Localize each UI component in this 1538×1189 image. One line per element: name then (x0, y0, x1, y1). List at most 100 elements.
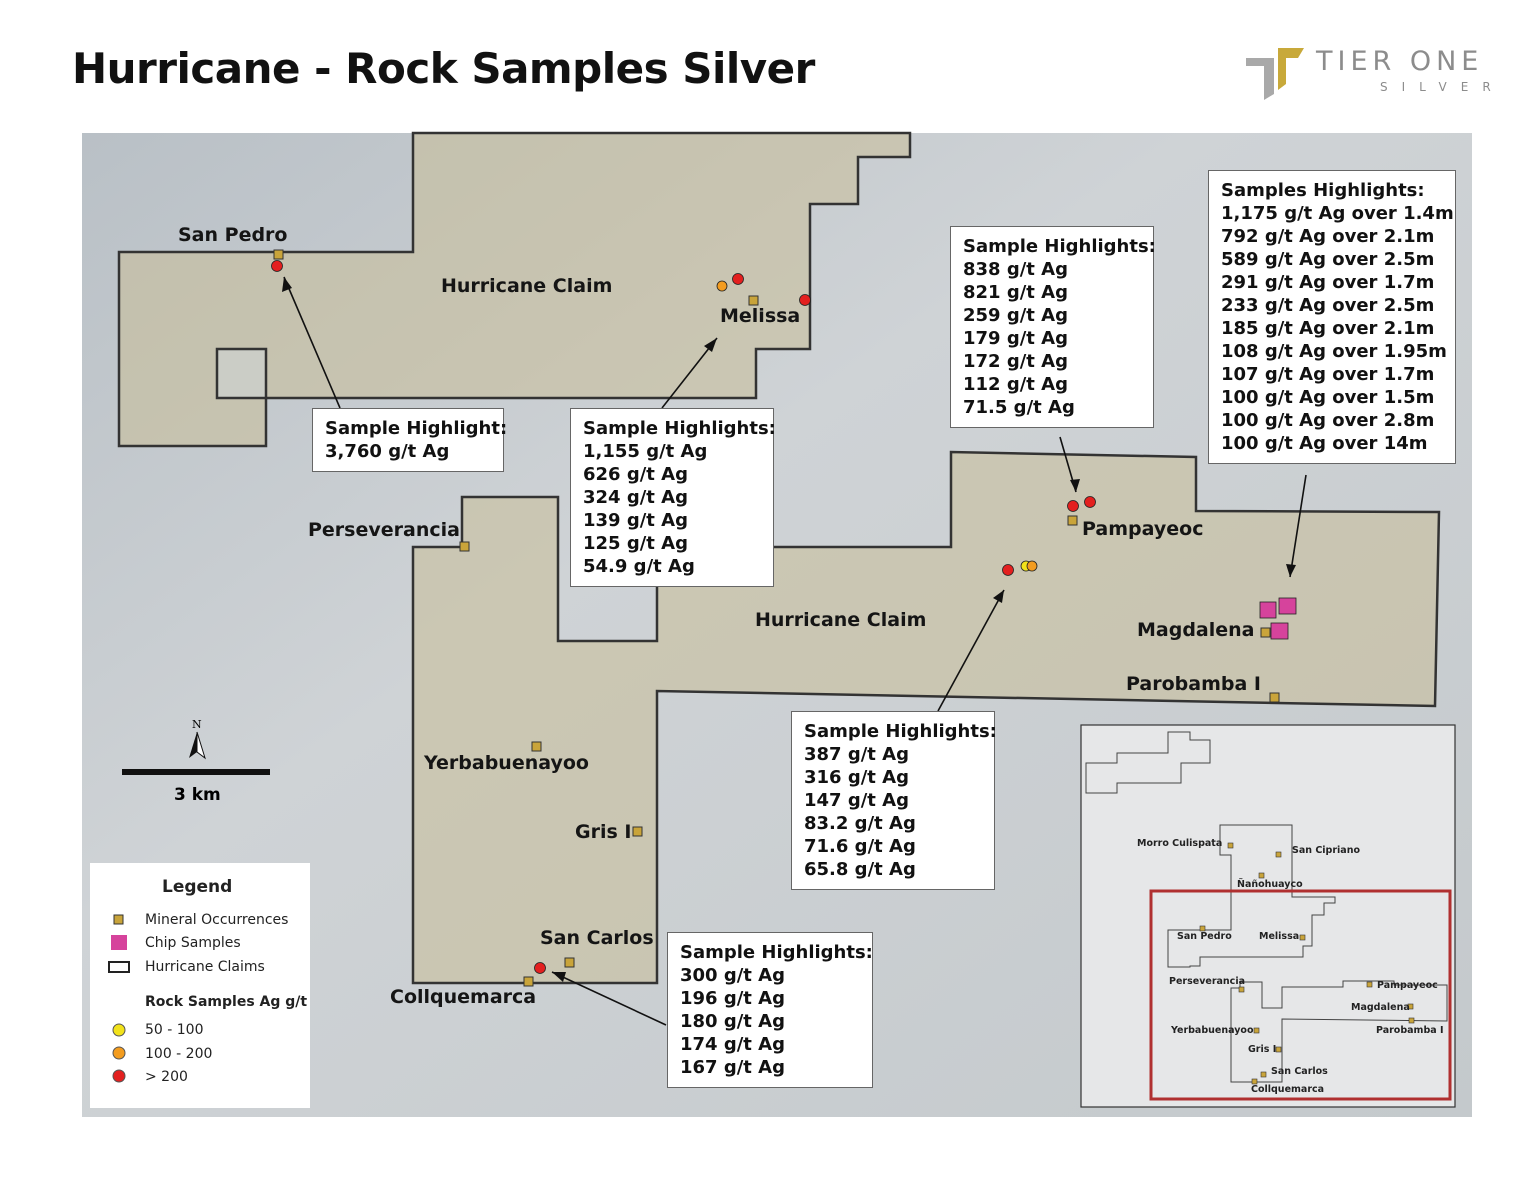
box-title: Sample Highlights: (963, 236, 1156, 257)
scale-label: 3 km (174, 785, 221, 805)
highlight-box-melissa: Sample Highlights: 1,155 g/t Ag 626 g/t … (570, 408, 776, 587)
box-item: 821 g/t Ag (963, 282, 1068, 303)
inset-label: San Carlos (1271, 1066, 1328, 1077)
legend-claims: Hurricane Claims (145, 959, 265, 975)
box-item: 54.9 g/t Ag (583, 556, 695, 577)
occurrence-collquemarca[interactable] (523, 976, 534, 987)
rock-sample-gt200[interactable] (1084, 496, 1096, 508)
box-item: 291 g/t Ag over 1.7m (1221, 272, 1435, 293)
box-item: 1,175 g/t Ag over 1.4m (1221, 203, 1454, 224)
claim-symbol-icon (108, 961, 130, 973)
box-item: 1,155 g/t Ag (583, 441, 708, 462)
box-title: Samples Highlights: (1221, 180, 1425, 201)
inset-label: Ñañohuayco (1237, 879, 1303, 890)
highlight-box-magdalena: Samples Highlights: 1,175 g/t Ag over 1.… (1208, 170, 1456, 464)
occurrence-magdalena[interactable] (1260, 627, 1271, 638)
rock-sample-100-200[interactable] (1026, 560, 1038, 572)
box-item: 233 g/t Ag over 2.5m (1221, 295, 1435, 316)
rock-sample-gt200[interactable] (732, 273, 744, 285)
hurricane-claim-north (117, 131, 912, 448)
box-item: 792 g/t Ag over 2.1m (1221, 226, 1435, 247)
box-item: 108 g/t Ag over 1.95m (1221, 341, 1447, 362)
chip-sample[interactable] (1278, 597, 1297, 615)
box-title: Sample Highlights: (680, 942, 873, 963)
arrow-heads (282, 277, 1296, 982)
legend-r1: 50 - 100 (145, 1022, 204, 1038)
legend-chip: Chip Samples (145, 935, 241, 951)
occurrence-melissa[interactable] (748, 295, 759, 306)
box-item: 71.6 g/t Ag (804, 836, 916, 857)
inset-label: Parobamba I (1376, 1025, 1444, 1036)
occurrence-parobamba[interactable] (1269, 692, 1280, 703)
rock-sample-gt200[interactable] (1067, 500, 1079, 512)
rock-sample-gt200[interactable] (534, 962, 546, 974)
inset-label: Pampayeoc (1377, 980, 1438, 991)
occurrence-san-carlos[interactable] (564, 957, 575, 968)
inset-label: San Cipriano (1292, 845, 1360, 856)
chip-sample[interactable] (1270, 622, 1289, 640)
legend: Legend Mineral Occurrences Chip Samples … (90, 863, 310, 1108)
box-item: 838 g/t Ag (963, 259, 1068, 280)
occurrence-yerbabuenayoo[interactable] (531, 741, 542, 752)
rock-sample-gt200[interactable] (1002, 564, 1014, 576)
chip-symbol-icon (111, 935, 127, 950)
box-item: 259 g/t Ag (963, 305, 1068, 326)
tier-one-silver-logo: TIER ONE SILVER (1244, 44, 1494, 100)
occurrence-san-pedro[interactable] (273, 249, 284, 260)
inset-label: Morro Culispata (1137, 838, 1223, 849)
box-item: 100 g/t Ag over 1.5m (1221, 387, 1435, 408)
box-item: 179 g/t Ag (963, 328, 1068, 349)
occurrence-gris[interactable] (632, 826, 643, 837)
highlight-box-san-carlos: Sample Highlights: 300 g/t Ag 196 g/t Ag… (667, 932, 873, 1088)
box-item: 316 g/t Ag (804, 767, 909, 788)
box-item: 139 g/t Ag (583, 510, 688, 531)
box-item: 71.5 g/t Ag (963, 397, 1075, 418)
ag-gt-200-icon (112, 1069, 126, 1083)
box-title: Sample Highlights: (583, 418, 776, 439)
label-parobamba: Parobamba I (1126, 673, 1261, 695)
highlight-box-central: Sample Highlights: 387 g/t Ag 316 g/t Ag… (791, 711, 997, 890)
label-collquemarca: Collquemarca (390, 986, 537, 1008)
highlight-box-pampayeoc: Sample Highlights: 838 g/t Ag 821 g/t Ag… (950, 226, 1156, 428)
box-title: Sample Highlights: (804, 721, 997, 742)
label-perseverancia: Perseverancia (308, 519, 460, 541)
inset-label: Yerbabuenayoo (1171, 1025, 1254, 1036)
box-item: 387 g/t Ag (804, 744, 909, 765)
box-item: 100 g/t Ag over 2.8m (1221, 410, 1435, 431)
occurrence-pampayeoc[interactable] (1067, 515, 1078, 526)
box-item: 147 g/t Ag (804, 790, 909, 811)
legend-r3: > 200 (145, 1069, 188, 1085)
box-item: 300 g/t Ag (680, 965, 785, 986)
inset-label: Perseverancia (1169, 976, 1245, 987)
inset-extent-frame (1149, 889, 1452, 1101)
inset-label: Magdalena (1351, 1002, 1410, 1013)
label-yerbabuenayoo: Yerbabuenayoo (424, 752, 589, 774)
legend-title: Legend (162, 877, 233, 897)
box-item: 196 g/t Ag (680, 988, 785, 1009)
rock-sample-gt200[interactable] (271, 260, 283, 272)
claim-inner-square (215, 347, 268, 400)
box-item: 107 g/t Ag over 1.7m (1221, 364, 1435, 385)
box-item: 65.8 g/t Ag (804, 859, 916, 880)
rock-sample-100-200[interactable] (716, 280, 728, 292)
box-title: Sample Highlight: (325, 418, 508, 439)
rock-sample-gt200[interactable] (799, 294, 811, 306)
occurrence-perseverancia[interactable] (459, 541, 470, 552)
box-item: 589 g/t Ag over 2.5m (1221, 249, 1435, 270)
box-item: 185 g/t Ag over 2.1m (1221, 318, 1435, 339)
label-san-pedro: San Pedro (178, 224, 288, 246)
label-pampayeoc: Pampayeoc (1082, 518, 1204, 540)
label-magdalena: Magdalena (1137, 619, 1255, 641)
inset-label: Gris I (1248, 1044, 1277, 1055)
box-item: 180 g/t Ag (680, 1011, 785, 1032)
label-melissa: Melissa (720, 305, 801, 327)
scale-bar (122, 769, 270, 775)
box-item: 172 g/t Ag (963, 351, 1068, 372)
occurrence-symbol-icon (113, 914, 124, 925)
label-hurricane-claim-south: Hurricane Claim (755, 609, 927, 631)
logo-subtext: SILVER (1380, 80, 1505, 94)
label-san-carlos: San Carlos (540, 927, 654, 949)
chip-sample[interactable] (1259, 601, 1277, 619)
highlight-box-san-pedro: Sample Highlight: 3,760 g/t Ag (312, 408, 508, 472)
box-item: 324 g/t Ag (583, 487, 688, 508)
